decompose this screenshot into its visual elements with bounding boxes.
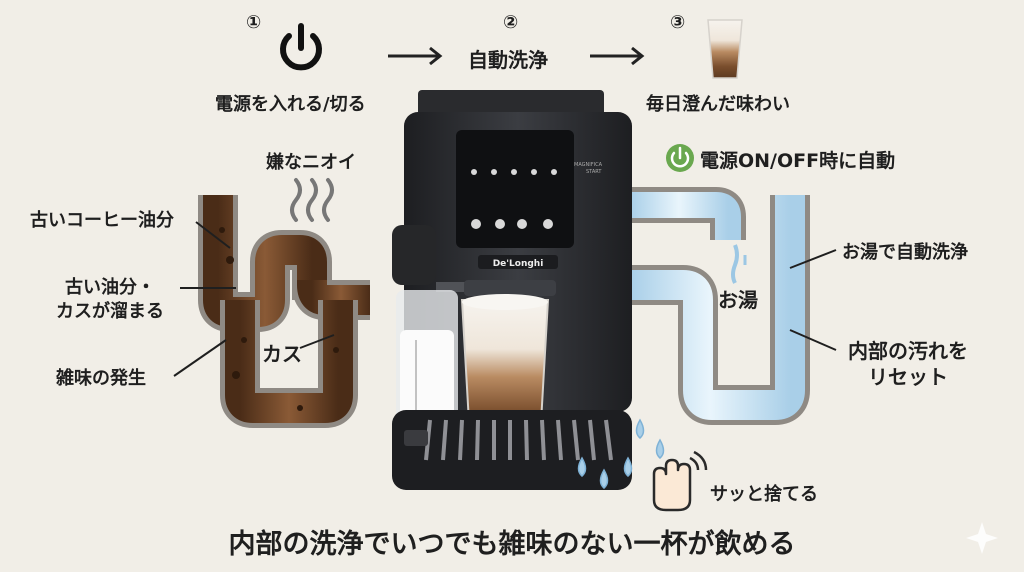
- control-panel: [456, 130, 574, 248]
- step-1-number: ①: [246, 12, 262, 33]
- model-name-1: MAGNIFICA: [574, 162, 603, 168]
- arrow-icon: [590, 46, 645, 66]
- auto-rinse-label: お湯で自動洗浄: [842, 242, 968, 263]
- hand-wave-icon: [652, 450, 708, 512]
- reset-label: 内部の汚れを リセット: [848, 338, 968, 390]
- latte-glass-icon: [707, 19, 743, 79]
- coffee-machine: MAGNIFICA START De'Longhi: [392, 90, 632, 490]
- step-2-number: ②: [503, 12, 519, 33]
- residue-label: カス: [262, 342, 302, 366]
- power-icon: [280, 23, 322, 71]
- clean-pipe: [630, 187, 810, 425]
- milk-frother: [392, 225, 436, 285]
- dirty-pipe: [198, 195, 370, 428]
- model-name-2: START: [586, 169, 602, 175]
- buildup-label-line-2: カスが溜まる: [56, 301, 164, 322]
- water-drops-icon: [577, 418, 665, 489]
- discard-label: サッと捨てる: [710, 484, 818, 505]
- reset-label-line-2: リセット: [868, 365, 948, 389]
- buildup-label-line-1: 古い油分・: [65, 277, 155, 298]
- hot-water-label: お湯: [718, 288, 758, 312]
- step-1-label: 電源を入れる/切る: [215, 94, 366, 115]
- auto-power-badge-icon: [666, 144, 694, 172]
- caption: 内部の洗浄でいつでも雑味のない一杯が飲める: [228, 529, 796, 560]
- leader-lines: [173, 221, 837, 377]
- buildup-label: 古い油分・ カスが溜まる: [56, 276, 164, 324]
- step-3-label: 毎日澄んだ味わい: [646, 94, 790, 115]
- brand-logo: De'Longhi: [493, 259, 544, 269]
- arrow-icon: [388, 46, 443, 66]
- smell-label: 嫌なニオイ: [266, 152, 356, 173]
- step-2-label: 自動洗浄: [468, 48, 548, 72]
- reset-label-line-1: 内部の汚れを: [848, 339, 968, 363]
- old-oil-label: 古いコーヒー油分: [30, 210, 174, 231]
- off-taste-label: 雑味の発生: [56, 368, 146, 389]
- smell-icon: [290, 178, 334, 222]
- auto-badge-label: 電源ON/OFF時に自動: [700, 150, 896, 172]
- sparkle-icon: [966, 522, 998, 554]
- step-3-number: ③: [670, 12, 686, 33]
